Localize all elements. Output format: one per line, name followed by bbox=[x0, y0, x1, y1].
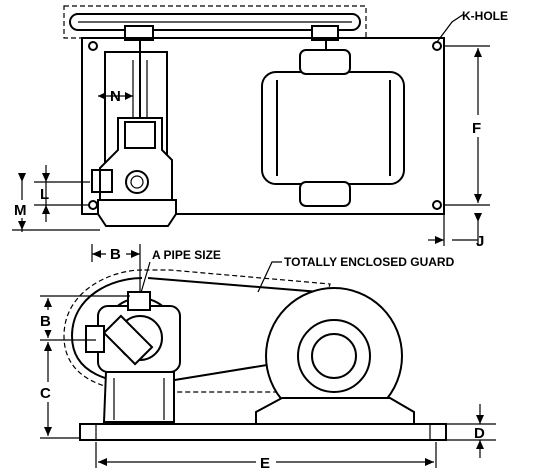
pump-bearing bbox=[124, 121, 156, 149]
b-top-arrow-left bbox=[92, 250, 101, 258]
pump-flange-plan bbox=[91, 169, 113, 193]
mount-hole-br bbox=[432, 200, 442, 210]
top-belt bbox=[69, 13, 361, 31]
f-label: F bbox=[472, 120, 481, 137]
guard-leader bbox=[257, 261, 282, 293]
j-label: J bbox=[476, 233, 484, 250]
pump-casing-bottom bbox=[97, 199, 177, 227]
pump-inlet-plan bbox=[125, 170, 149, 194]
k-hole-leader bbox=[436, 13, 465, 43]
pump-suction-flange bbox=[85, 325, 105, 353]
n-arrow-left bbox=[98, 92, 106, 100]
motor-shaft-end bbox=[311, 333, 357, 379]
m-label: M bbox=[14, 202, 27, 219]
base-elevation bbox=[79, 423, 447, 441]
a-pipe-leader bbox=[139, 261, 151, 297]
e-arrow-left bbox=[98, 458, 107, 466]
elevation-view: B A PIPE SIZE TOTALLY ENCLOSED GUARD bbox=[38, 244, 496, 470]
d-label: D bbox=[474, 425, 485, 442]
b-top-label-bg bbox=[106, 244, 126, 262]
d-arrow-bottom bbox=[476, 440, 484, 449]
b-side-arrow-bottom bbox=[44, 329, 52, 338]
d-arrow-top bbox=[476, 415, 484, 424]
c-arrow-bottom bbox=[44, 427, 52, 436]
l-arrow-bottom bbox=[42, 205, 50, 214]
mount-hole-tr bbox=[432, 41, 442, 51]
b-top-arrow-right bbox=[131, 250, 140, 258]
base-plate-plan bbox=[81, 37, 445, 215]
f-label-bg bbox=[470, 115, 486, 137]
m-label-bg bbox=[12, 200, 32, 218]
b-top-label: B bbox=[110, 246, 121, 263]
motor-bell bbox=[297, 319, 371, 393]
n-label: N bbox=[110, 88, 121, 105]
mount-hole-tl bbox=[88, 41, 98, 51]
l-label: L bbox=[40, 186, 49, 203]
e-label: E bbox=[260, 455, 270, 470]
n-arrow-right bbox=[125, 92, 133, 100]
j-arrow-left bbox=[435, 236, 444, 244]
b-side-label: B bbox=[40, 313, 51, 330]
c-label: C bbox=[40, 385, 51, 402]
pump-impeller-vane bbox=[102, 314, 154, 366]
j-arrow-right bbox=[474, 213, 482, 222]
pump-inlet-inner bbox=[130, 175, 144, 189]
m-arrow-bottom bbox=[18, 221, 26, 230]
pump-discharge bbox=[127, 291, 151, 311]
e-label-bg bbox=[256, 452, 276, 470]
guard-label: TOTALLY ENCLOSED GUARD bbox=[284, 255, 455, 269]
c-arrow-top bbox=[44, 342, 52, 351]
l-arrow-top bbox=[42, 173, 50, 182]
pump-pedestal bbox=[102, 371, 175, 423]
c-label-bg bbox=[38, 382, 58, 402]
k-hole-label: K-HOLE bbox=[462, 9, 508, 23]
motor-endbell-bottom bbox=[299, 181, 351, 207]
plan-view: K-HOLE N F L M J bbox=[12, 5, 508, 250]
b-side-label-bg bbox=[38, 310, 58, 330]
f-arrow-bottom bbox=[474, 194, 482, 203]
b-side-arrow-top bbox=[44, 298, 52, 307]
m-arrow-top bbox=[18, 173, 26, 182]
motor-endbell-top bbox=[299, 49, 351, 75]
mount-hole-bl bbox=[88, 200, 98, 210]
motor-feet bbox=[255, 397, 415, 425]
motor-body-plan bbox=[261, 71, 405, 185]
a-pipe-size-label: A PIPE SIZE bbox=[152, 248, 221, 262]
f-arrow-top bbox=[474, 48, 482, 57]
e-arrow-right bbox=[425, 458, 434, 466]
